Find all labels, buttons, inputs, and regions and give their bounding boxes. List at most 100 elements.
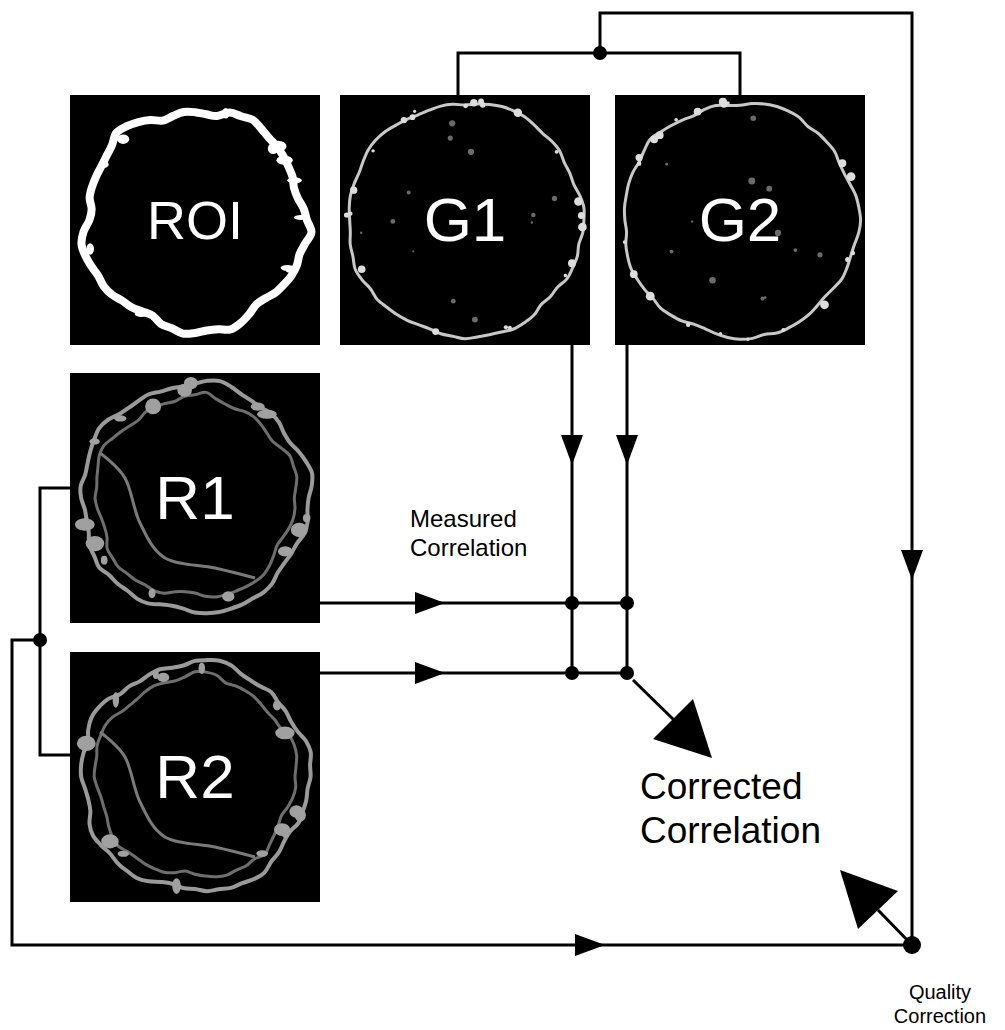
- vesicle: [222, 591, 234, 601]
- inner-membrane: [94, 671, 297, 877]
- roi-blob: [135, 311, 148, 317]
- arrowhead: [653, 699, 712, 758]
- membrane-spot: [686, 323, 690, 327]
- wire: [320, 602, 627, 605]
- roi-blob: [287, 177, 301, 183]
- roi-mask: [81, 112, 311, 334]
- panel-background: [70, 373, 320, 623]
- cytoplasm-spot: [449, 120, 455, 126]
- cytoplasm-spot: [750, 116, 756, 122]
- internal-membrane: [100, 453, 255, 578]
- membrane-spot: [635, 154, 642, 161]
- cytoplasm-spot: [794, 248, 798, 252]
- membrane-spot: [578, 212, 585, 219]
- cytoplasm-spot: [748, 178, 755, 185]
- membrane-spot: [463, 103, 468, 108]
- junction-dot: [33, 633, 47, 647]
- cytoplasm-spot: [360, 232, 362, 234]
- cytoplasm-spot: [407, 191, 411, 195]
- wire: [633, 680, 675, 721]
- outer-membrane: [80, 380, 312, 613]
- vesicle: [256, 850, 268, 856]
- junction-dot: [903, 936, 921, 954]
- wire: [600, 13, 912, 945]
- annotation: Corrected Correlation: [640, 765, 880, 854]
- panel-label: G1: [424, 189, 507, 251]
- membrane-spot: [630, 270, 638, 278]
- internal-membrane: [100, 732, 255, 857]
- panel-label: R2: [155, 746, 234, 808]
- vesicle: [89, 438, 99, 444]
- vesicle: [291, 523, 308, 537]
- annotation: Quality Correction: [880, 980, 1000, 1028]
- cytoplasm-spot: [468, 149, 474, 155]
- roi-blob: [276, 156, 292, 165]
- membrane-spot: [694, 108, 702, 116]
- cytoplasm-spot: [709, 277, 716, 284]
- annotation: Measured Correlation: [410, 505, 570, 563]
- cytoplasm-spot: [448, 135, 453, 140]
- membrane-spot: [574, 197, 583, 206]
- junction-dot: [593, 46, 607, 60]
- arrowhead: [901, 550, 923, 580]
- micrograph-panel: [615, 95, 865, 345]
- membrane-spot: [432, 328, 439, 335]
- cytoplasm-spot: [531, 213, 535, 217]
- vesicle: [148, 589, 155, 599]
- membrane-spot: [514, 109, 522, 117]
- vesicle: [184, 377, 198, 389]
- membrane-spot: [410, 114, 416, 120]
- roi-blob: [268, 143, 278, 154]
- vesicle: [118, 851, 129, 857]
- roi-blob: [99, 161, 109, 168]
- cytoplasm-spot: [552, 196, 557, 201]
- membrane-spot: [656, 131, 664, 139]
- vesicle: [199, 662, 205, 674]
- membrane-spot: [746, 338, 749, 341]
- panel-background: [615, 95, 865, 345]
- micrograph-panel: [70, 95, 320, 345]
- cytoplasm-spot: [451, 299, 456, 304]
- wire: [320, 672, 627, 675]
- image-panel: R1: [70, 373, 320, 623]
- roi-blob: [199, 111, 205, 117]
- vesicle: [113, 692, 119, 707]
- vesicle: [101, 834, 118, 848]
- cytoplasm-spot: [472, 317, 478, 323]
- roi-blob: [86, 243, 94, 254]
- membrane-spot: [348, 212, 352, 216]
- image-panel: R2: [70, 652, 320, 902]
- membrane-spot: [344, 212, 349, 217]
- membrane-spot: [720, 100, 727, 107]
- vesicle: [77, 736, 96, 751]
- cytoplasm-spot: [390, 219, 395, 224]
- membrane-spot: [623, 240, 627, 244]
- vesicle: [278, 546, 293, 556]
- membrane-outline: [624, 103, 860, 339]
- vesicle: [251, 402, 265, 410]
- membrane-spot: [781, 328, 785, 332]
- wire: [571, 345, 574, 673]
- inner-membrane: [95, 392, 297, 597]
- roi-blob: [222, 108, 229, 119]
- micrograph-panel: [340, 95, 590, 345]
- junction-dot: [620, 666, 634, 680]
- panel-label: R1: [155, 467, 234, 529]
- membrane-spot: [847, 172, 856, 181]
- vesicle: [75, 518, 95, 530]
- membrane-spot: [350, 186, 357, 193]
- membrane-spot: [480, 102, 485, 107]
- arrowhead: [415, 662, 445, 684]
- wire: [40, 488, 70, 755]
- membrane-spot: [674, 118, 678, 122]
- membrane-spot: [358, 265, 366, 273]
- membrane-spot: [851, 251, 855, 255]
- vesicle: [114, 415, 126, 421]
- arrowhead: [575, 934, 605, 956]
- panel-background: [70, 652, 320, 902]
- wire: [626, 345, 629, 673]
- vesicle: [157, 673, 169, 682]
- cytoplasm-spot: [665, 163, 668, 166]
- vesicle: [289, 805, 303, 817]
- panel-background: [70, 95, 320, 345]
